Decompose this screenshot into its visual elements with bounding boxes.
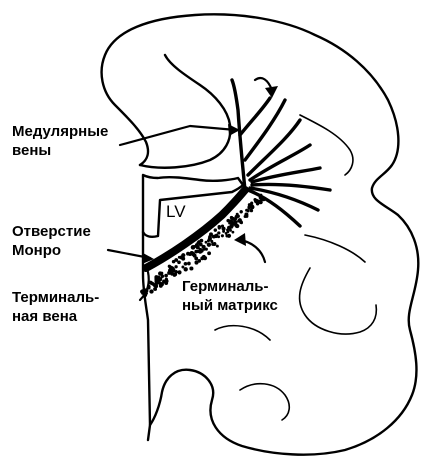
medullary-vein-branch — [248, 190, 300, 226]
label-terminal-vein: Терминаль- ная вена — [12, 288, 99, 326]
germinal-matrix-dot — [188, 252, 192, 256]
label-terminal-vein-line1: Терминаль- — [12, 288, 99, 307]
pointer-germinal-matrix-arrowhead — [234, 233, 246, 246]
germinal-matrix-dot — [164, 274, 168, 278]
germinal-matrix-dot — [221, 234, 224, 237]
label-germinal-matrix-line2: ный матрикс — [182, 296, 278, 315]
germinal-matrix-dot — [191, 245, 195, 249]
label-medullary-veins-line1: Медулярные — [12, 122, 108, 141]
germinal-matrix-dot — [250, 209, 253, 212]
germinal-matrix-dot — [247, 210, 250, 213]
medullary-vein-branch — [252, 168, 320, 182]
germinal-matrix-dot — [187, 262, 191, 266]
germinal-matrix-dot — [235, 224, 239, 228]
germinal-matrix-dot — [196, 242, 199, 245]
germinal-matrix-dot — [253, 198, 256, 201]
label-terminal-vein-line2: ная вена — [12, 307, 99, 326]
label-foramen-monro-line1: Отверстие — [12, 222, 91, 241]
germinal-matrix-dot — [222, 227, 226, 231]
germinal-matrix-dot — [161, 274, 165, 278]
germinal-matrix-dot — [160, 272, 163, 275]
germinal-matrix-dot — [202, 245, 206, 249]
label-foramen-monro: Отверстие Монро — [12, 222, 91, 260]
inner-gyrus-outline — [140, 55, 230, 168]
germinal-matrix-dot — [217, 235, 220, 238]
germinal-matrix-dot — [149, 289, 153, 293]
germinal-matrix-dot — [155, 285, 158, 288]
germinal-matrix-dot — [170, 272, 174, 276]
germinal-matrix-dot — [228, 222, 231, 225]
germinal-matrix-dot — [181, 266, 184, 269]
germinal-matrix-dot — [184, 262, 188, 266]
label-germinal-matrix-line1: Герминаль- — [182, 277, 278, 296]
germinal-matrix-dot — [233, 218, 236, 221]
germinal-matrix-dot — [174, 265, 177, 268]
germinal-matrix-dot — [205, 241, 208, 244]
germinal-matrix-dot — [214, 228, 217, 231]
label-germinal-matrix: Герминаль- ный матрикс — [182, 277, 278, 315]
sulcus-right-lower — [300, 268, 377, 334]
germinal-matrix-dot — [177, 270, 181, 274]
label-medullary-veins-line2: вены — [12, 141, 108, 160]
germinal-matrix-dot — [208, 237, 212, 241]
germinal-matrix-dot — [217, 231, 220, 234]
label-lateral-ventricle: LV — [166, 202, 186, 222]
germinal-matrix-dot — [227, 234, 231, 238]
germinal-matrix-dot — [184, 267, 188, 271]
germinal-matrix-dot — [207, 251, 211, 255]
germinal-matrix-dot — [154, 277, 157, 280]
germinal-matrix-dot — [244, 213, 248, 217]
germinal-matrix-dot — [195, 261, 199, 265]
germinal-matrix-dot — [194, 250, 198, 254]
germinal-matrix-dot — [169, 266, 172, 269]
germinal-matrix-dot — [172, 260, 176, 264]
germinal-matrix-dot — [259, 201, 262, 204]
medullary-vein-branch — [245, 100, 285, 160]
germinal-matrix-dot — [232, 231, 235, 234]
germinal-matrix-dot — [226, 228, 229, 231]
label-medullary-veins: Медулярные вены — [12, 122, 108, 160]
germinal-matrix-dot — [179, 255, 183, 259]
sulcus-lower-curve — [215, 326, 270, 340]
germinal-matrix-dot — [177, 260, 181, 264]
germinal-matrix-dot — [236, 213, 239, 216]
germinal-matrix-dot — [225, 232, 228, 235]
germinal-matrix-dot — [140, 289, 144, 293]
germinal-matrix-dot — [200, 239, 204, 243]
germinal-matrix-dot — [173, 272, 177, 276]
germinal-matrix-dot — [160, 282, 164, 286]
germinal-matrix-dot — [165, 278, 168, 281]
germinal-matrix-dot — [207, 243, 211, 247]
germinal-matrix-dot — [250, 202, 253, 205]
germinal-matrix-dot — [240, 210, 243, 213]
germinal-matrix-dot — [249, 205, 253, 209]
vein-arrowhead — [265, 86, 278, 98]
germinal-matrix-dot — [203, 255, 206, 258]
germinal-matrix-dot — [218, 226, 221, 229]
sulcus-lower-center — [240, 384, 289, 420]
germinal-matrix-dot — [216, 245, 219, 248]
germinal-matrix-dot — [205, 248, 208, 251]
germinal-matrix-dot — [213, 242, 217, 246]
germinal-matrix-dot — [212, 235, 216, 239]
germinal-matrix-dot — [189, 266, 193, 270]
label-foramen-monro-line2: Монро — [12, 241, 91, 260]
germinal-matrix-dot — [200, 249, 204, 253]
sulcus-right-middle — [305, 235, 365, 262]
germinal-matrix-dot — [238, 218, 242, 222]
